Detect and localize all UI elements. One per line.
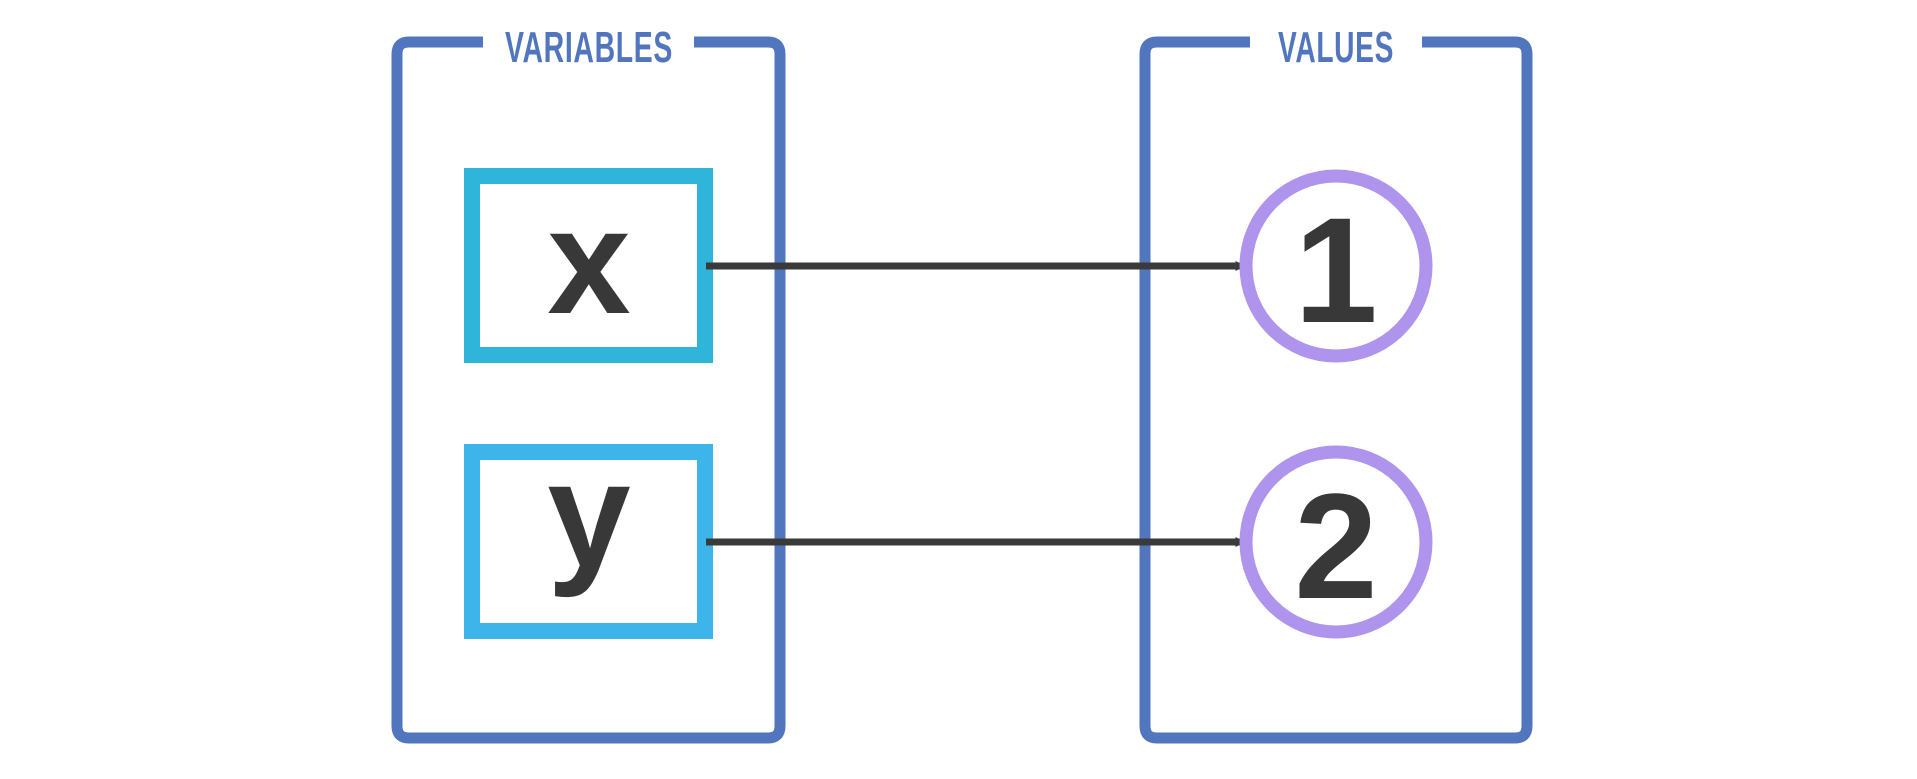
value-circle-2: 2 xyxy=(1239,445,1433,639)
variables-panel-title: VARIABLES xyxy=(505,23,673,72)
variables-panel: VARIABLES xyxy=(391,23,786,744)
variable-box-x: x xyxy=(464,168,713,363)
value-circle-1: 1 xyxy=(1239,169,1433,363)
variables-panel-border xyxy=(391,36,786,744)
value-label-2: 2 xyxy=(1294,462,1377,630)
value-circle-2-ring xyxy=(1239,445,1433,639)
value-circle-1-ring xyxy=(1239,169,1433,363)
values-panel-border xyxy=(1139,36,1533,744)
values-panel: VALUES xyxy=(1139,23,1533,744)
variable-box-y-frame xyxy=(464,444,713,639)
variable-name-x: x xyxy=(547,177,630,345)
variable-box-x-frame xyxy=(464,168,713,363)
variable-name-y: y xyxy=(547,430,630,598)
value-label-1: 1 xyxy=(1294,186,1377,354)
values-panel-title: VALUES xyxy=(1278,23,1394,72)
arrows xyxy=(708,261,1246,547)
variable-box-y: y xyxy=(464,430,713,639)
